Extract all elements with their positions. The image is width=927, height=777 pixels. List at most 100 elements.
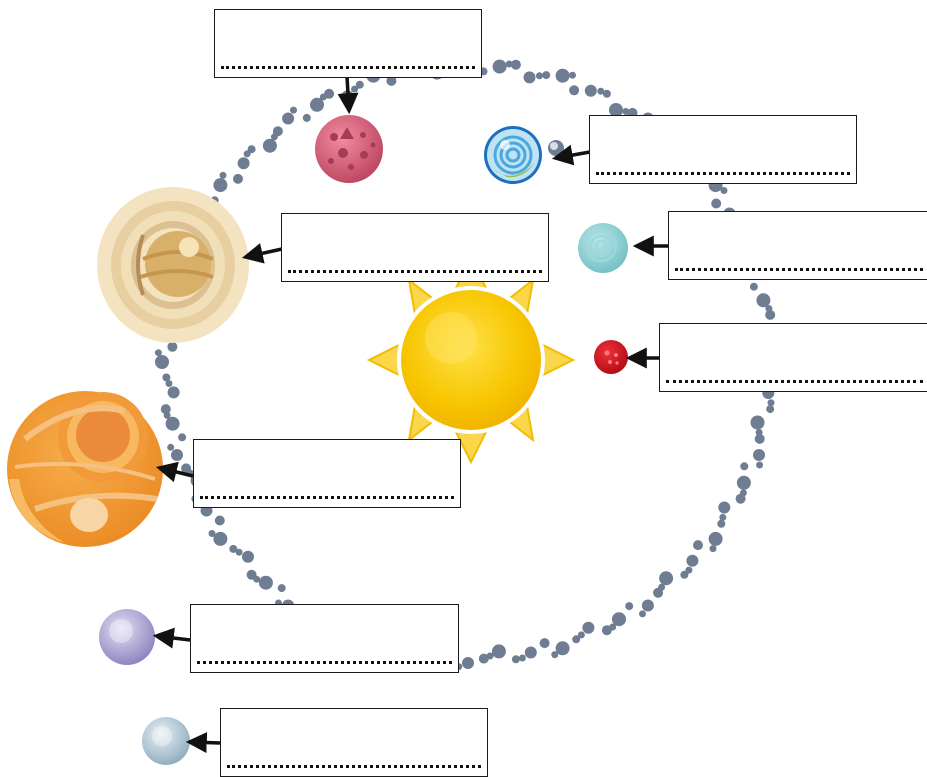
orbit-dot [719,513,727,521]
orbit-dot [235,548,243,556]
label-box-4[interactable] [659,323,927,392]
orbit-dot [243,150,251,158]
orbit-dot [569,71,576,79]
orbit-dot [711,198,722,209]
orbit-dot [229,544,238,553]
arrow-box1-to-pink-planet [337,76,359,115]
orbit-dot [551,651,559,659]
orbit-dot [718,501,731,514]
orbit-dot [767,399,775,407]
orbit-dot [478,653,489,664]
orbit-dot [219,171,227,179]
orbit-dot [523,71,536,84]
orbit-dot [754,433,765,444]
teal-swirl-planet-icon [578,223,628,273]
orbit-dot [167,386,180,399]
orbit-dot [277,584,286,593]
orbit-dot [290,106,297,114]
dotted-answer-line [221,66,475,69]
orbit-dot [160,404,171,415]
dotted-answer-line [200,496,454,499]
dotted-answer-line [596,172,850,175]
arrow-box2-to-blue-planet [551,144,591,166]
orbit-dot [246,569,257,580]
label-box-3[interactable] [668,211,927,280]
orbit-dot [511,655,520,664]
orbit-dot [685,566,693,574]
orbit-dot [208,530,216,537]
orbit-dot [351,85,359,93]
orbit-dot [582,621,595,634]
orbit-dot [181,463,192,474]
orbit-dot [680,570,689,579]
label-box-8[interactable] [220,708,488,777]
answer-text [288,251,542,273]
orbit-dot [641,599,654,612]
pale-blue-planet-icon [142,717,190,765]
dotted-answer-line [227,765,481,768]
orbit-dot [686,554,699,567]
orbit-dot [247,145,256,154]
orbit-dot [214,515,225,526]
label-box-6[interactable] [193,439,461,508]
orbit-dot [584,84,597,97]
orbit-dot [310,97,324,112]
arrow-box7-to-lavender-planet [152,627,191,649]
orbit-dot [717,519,726,528]
orbit-dot [262,138,277,153]
orbit-dot [753,449,765,461]
label-box-2[interactable] [589,115,857,184]
orbit-dot [749,282,758,291]
dotted-answer-line [675,268,923,271]
arrow-box8-to-pale-blue-planet [185,732,221,754]
orbit-dot [386,75,397,86]
orbit-dot [165,380,173,387]
large-orange-banded-planet-icon [7,391,163,547]
orbit-dot [213,531,228,546]
orbit-dot [242,550,254,563]
orbit-dot [510,59,521,70]
orbit-dot [597,87,605,95]
orbit-dot [555,641,570,656]
orbit-dot [155,355,169,369]
sun-icon [366,255,576,465]
orbit-dot [765,309,776,320]
dotted-answer-line [666,380,923,383]
small-moon-icon [548,140,564,156]
orbit-dot [171,449,183,461]
answer-text [221,47,475,69]
orbit-dot [167,341,178,352]
orbit-dot [736,475,751,490]
pink-cratered-planet-icon [315,115,383,183]
answer-text [197,642,452,664]
label-box-1[interactable] [214,9,482,78]
orbit-dot [766,405,775,414]
ringed-tan-planet-icon [97,187,249,343]
small-red-planet-icon [594,340,628,374]
label-box-5[interactable] [281,213,549,282]
orbit-dot [577,631,585,639]
orbit-dot [162,373,171,382]
orbit-dot [505,60,513,68]
orbit-dot [492,59,507,74]
orbit-dot [555,68,570,83]
orbit-dot [178,433,187,442]
orbit-dot [693,540,703,551]
orbit-dot [602,89,611,98]
orbit-dot [165,416,180,431]
orbit-dot [491,644,506,659]
orbit-dot [625,602,634,611]
orbit-dot [756,293,771,308]
label-box-7[interactable] [190,604,459,673]
answer-text [596,153,850,175]
orbit-dot [653,587,664,598]
orbit-dot [167,443,175,451]
answer-text [227,746,481,768]
orbit-dot [302,113,311,122]
orbit-dot [735,493,746,504]
orbit-dot [524,646,537,659]
orbit-dot [601,625,612,636]
lavender-planet-icon [99,609,155,665]
answer-text [666,361,923,383]
orbit-dot [569,85,580,96]
